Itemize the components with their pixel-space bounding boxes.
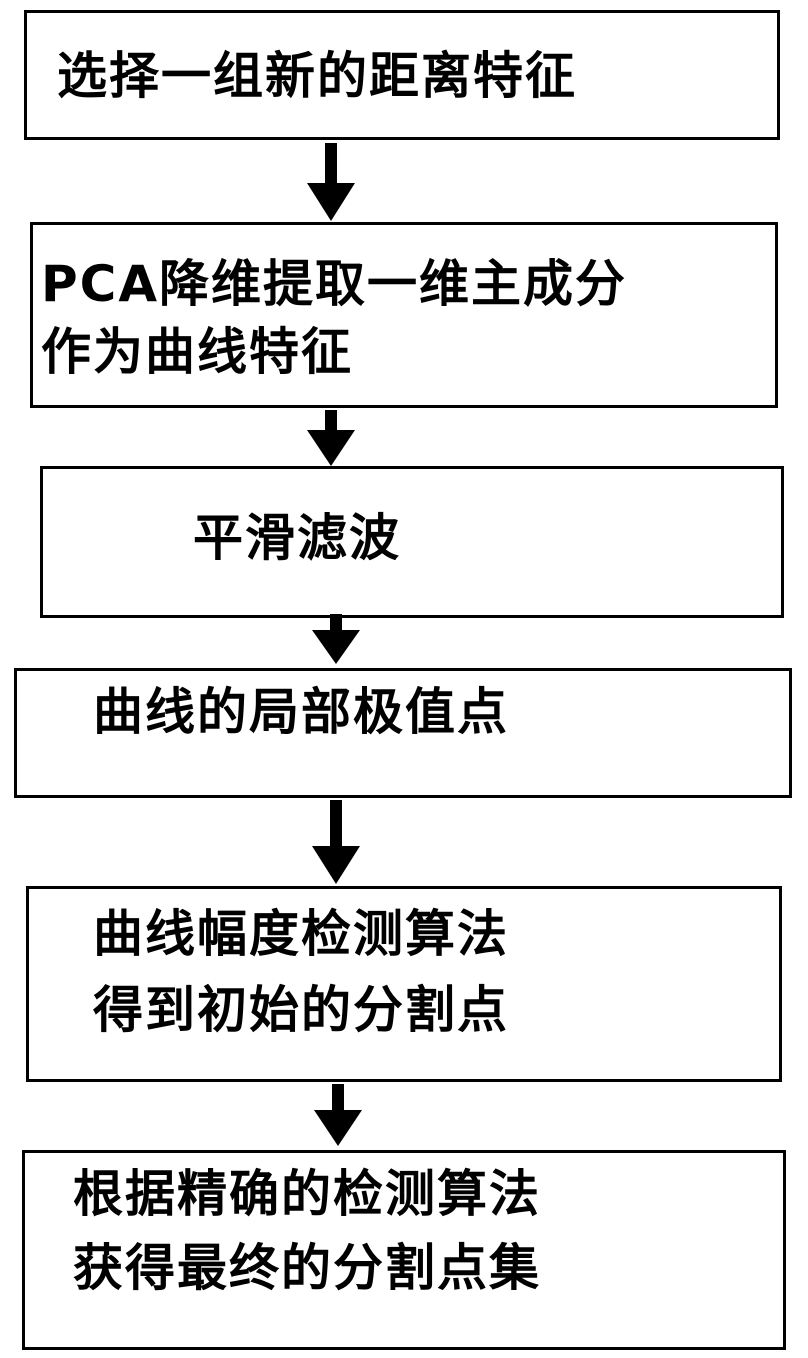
arrow-1 <box>305 143 357 223</box>
step-6-text-line-2: 获得最终的分割点集 <box>73 1239 541 1297</box>
step-2-text-line-1: PCA降维提取一维主成分 <box>41 255 628 313</box>
step-1-text: 选择一组新的距离特征 <box>57 47 577 105</box>
step-5-text-line-2: 得到初始的分割点 <box>93 981 509 1039</box>
step-2-text-line-2: 作为曲线特征 <box>41 323 353 381</box>
arrow-5 <box>312 1084 364 1148</box>
step-box-3: 平滑滤波 <box>40 466 784 618</box>
arrow-4 <box>310 800 362 886</box>
step-box-6: 根据精确的检测算法 获得最终的分割点集 <box>22 1150 786 1350</box>
arrow-3 <box>310 614 362 666</box>
step-4-text: 曲线的局部极值点 <box>93 683 509 741</box>
step-box-2: PCA降维提取一维主成分 作为曲线特征 <box>30 222 778 408</box>
step-6-text-line-1: 根据精确的检测算法 <box>73 1165 541 1223</box>
step-3-text: 平滑滤波 <box>193 509 401 567</box>
step-box-5: 曲线幅度检测算法 得到初始的分割点 <box>26 886 782 1082</box>
step-box-4: 曲线的局部极值点 <box>14 668 792 798</box>
arrow-2 <box>305 410 357 468</box>
step-box-1: 选择一组新的距离特征 <box>24 10 780 140</box>
step-5-text-line-1: 曲线幅度检测算法 <box>93 905 509 963</box>
